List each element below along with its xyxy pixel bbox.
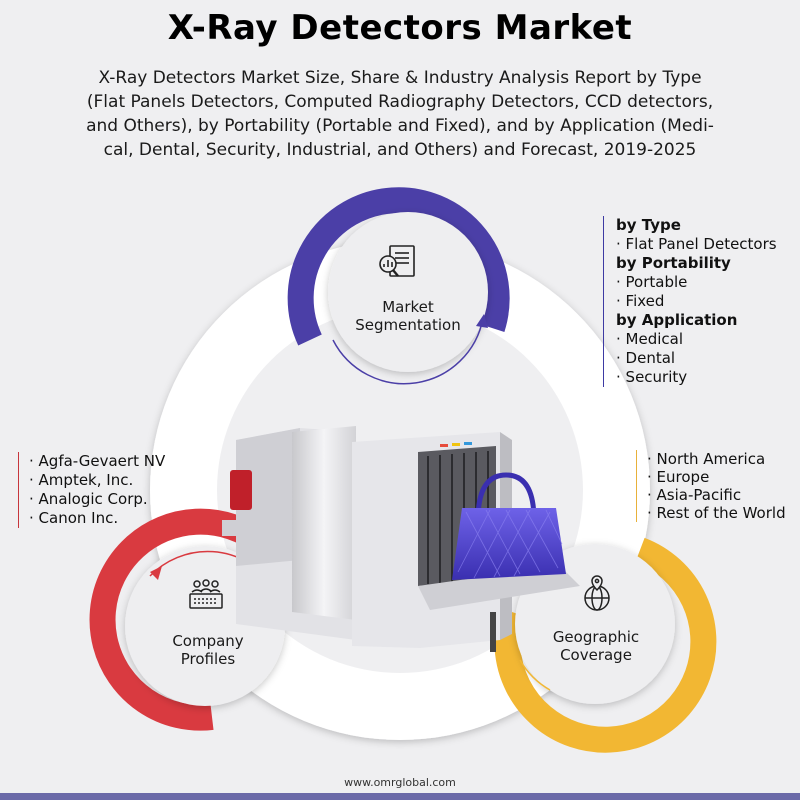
portability-heading: by Portability <box>616 254 731 272</box>
report-chart-icon <box>379 245 415 277</box>
page-subtitle: X-Ray Detectors Market Size, Share & Ind… <box>40 66 760 162</box>
segmentation-list: by Type Flat Panel Detectors by Portabil… <box>603 216 800 387</box>
application-heading: by Application <box>616 311 738 329</box>
geographic-label-line: Coverage <box>560 646 632 664</box>
luggage-icon <box>230 470 252 510</box>
page-title: X-Ray Detectors Market <box>167 8 633 48</box>
x-ray-scanner-image <box>222 426 580 652</box>
geographic-label: Geographic Coverage <box>526 628 666 664</box>
segmentation-arc <box>287 187 510 346</box>
geographic-label-line: Geographic <box>552 628 640 646</box>
list-item: North America <box>647 450 800 468</box>
segmentation-label-line: Market <box>382 298 434 316</box>
handbag-icon <box>452 508 566 580</box>
list-item: Medical <box>616 330 800 349</box>
globe-pin-icon <box>584 575 610 611</box>
list-item: Dental <box>616 349 800 368</box>
list-item: Portable <box>616 273 800 292</box>
subtitle-line: and Others), by Portability (Portable an… <box>86 116 714 136</box>
group-icon <box>189 579 223 609</box>
list-item: Rest of the World <box>647 504 800 522</box>
list-item: Agfa-Gevaert NV <box>29 452 189 471</box>
footer-bar <box>0 793 800 800</box>
company-label-line: Company <box>172 632 244 650</box>
segmentation-label: Market Segmentation <box>338 298 478 334</box>
list-item: Canon Inc. <box>29 509 189 528</box>
list-item: Asia-Pacific <box>647 486 800 504</box>
arrow-icon <box>522 682 534 694</box>
list-item: Amptek, Inc. <box>29 471 189 490</box>
geographic-arc <box>494 537 717 753</box>
list-item: Europe <box>647 468 800 486</box>
subtitle-line: X-Ray Detectors Market Size, Share & Ind… <box>98 68 702 88</box>
list-item: Flat Panel Detectors <box>616 235 800 254</box>
company-list: Agfa-Gevaert NV Amptek, Inc. Analogic Co… <box>18 452 189 528</box>
footer-url[interactable]: www.omrglobal.com <box>344 776 456 789</box>
list-item: Fixed <box>616 292 800 311</box>
company-label-line: Profiles <box>180 650 236 668</box>
geo-list: North America Europe Asia-Pacific Rest o… <box>636 450 800 522</box>
subtitle-line: cal, Dental, Security, Industrial, and O… <box>103 140 697 160</box>
arrow-icon <box>476 314 488 328</box>
segmentation-inner-arc <box>332 317 484 385</box>
list-item: Analogic Corp. <box>29 490 189 509</box>
geographic-inner-arc <box>519 659 551 691</box>
company-label: Company Profiles <box>138 632 278 668</box>
segmentation-label-line: Segmentation <box>355 316 461 334</box>
handbag-handle <box>475 472 537 521</box>
segmentation-node[interactable] <box>287 187 510 385</box>
arrow-icon <box>150 566 162 580</box>
list-item: Security <box>616 368 800 387</box>
type-heading: by Type <box>616 216 681 234</box>
subtitle-line: (Flat Panels Detectors, Computed Radiogr… <box>86 92 714 112</box>
